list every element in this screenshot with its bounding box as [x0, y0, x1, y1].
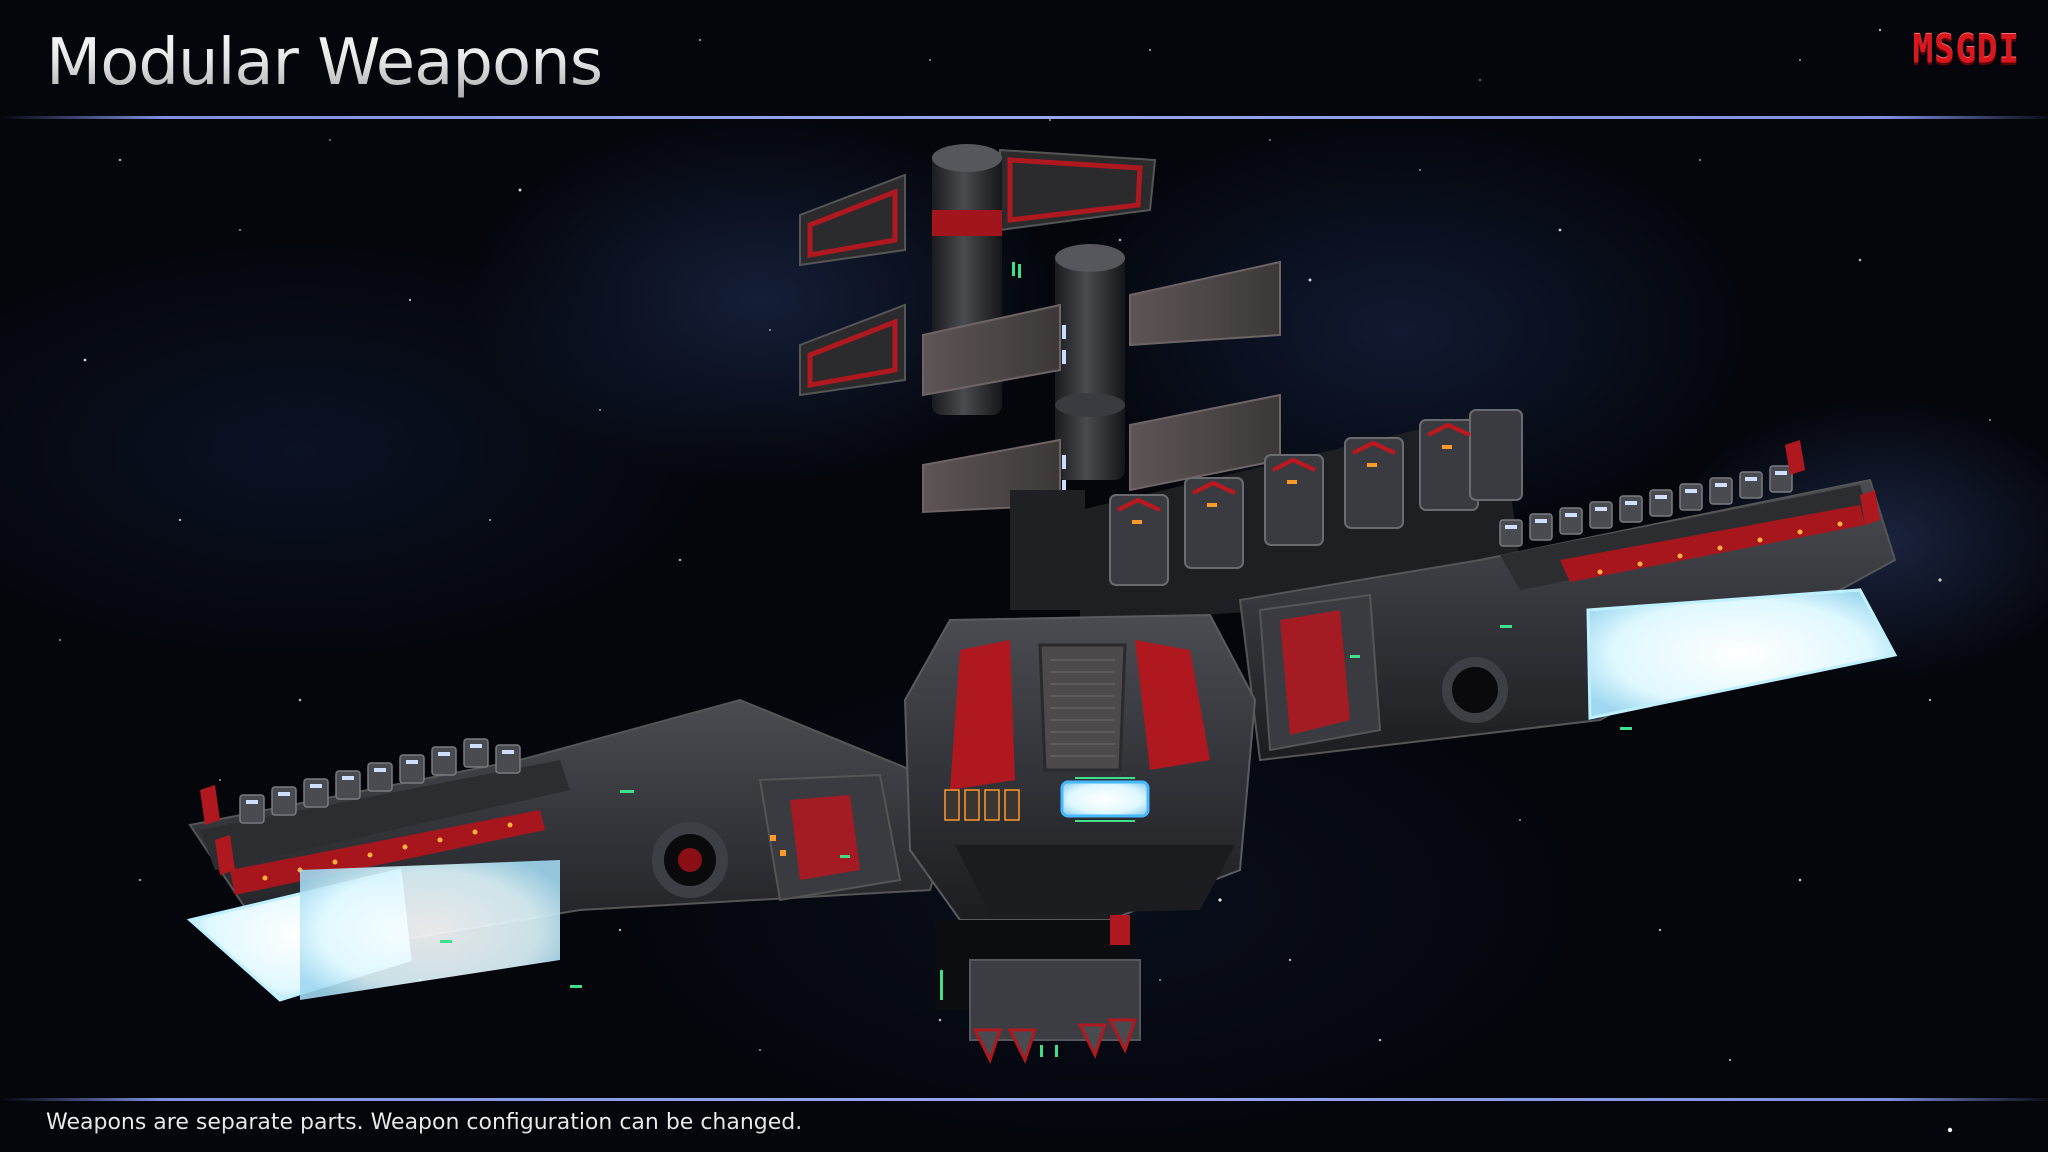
- footer-divider: [0, 1098, 2048, 1101]
- central-core: [903, 613, 1257, 921]
- page-title: Modular Weapons: [46, 18, 603, 108]
- slide-caption: Weapons are separate parts. Weapon confi…: [46, 1110, 803, 1135]
- header-divider: [0, 116, 2048, 119]
- upper-turret-bank: [1080, 409, 1525, 620]
- left-weapon-arm: [186, 698, 962, 1002]
- msgdi-logo: MSGDI: [1912, 27, 2020, 73]
- top-weapon-tower: [799, 144, 1281, 610]
- right-weapon-arm: [1238, 440, 1898, 762]
- bottom-weapon-module: [935, 915, 1141, 1064]
